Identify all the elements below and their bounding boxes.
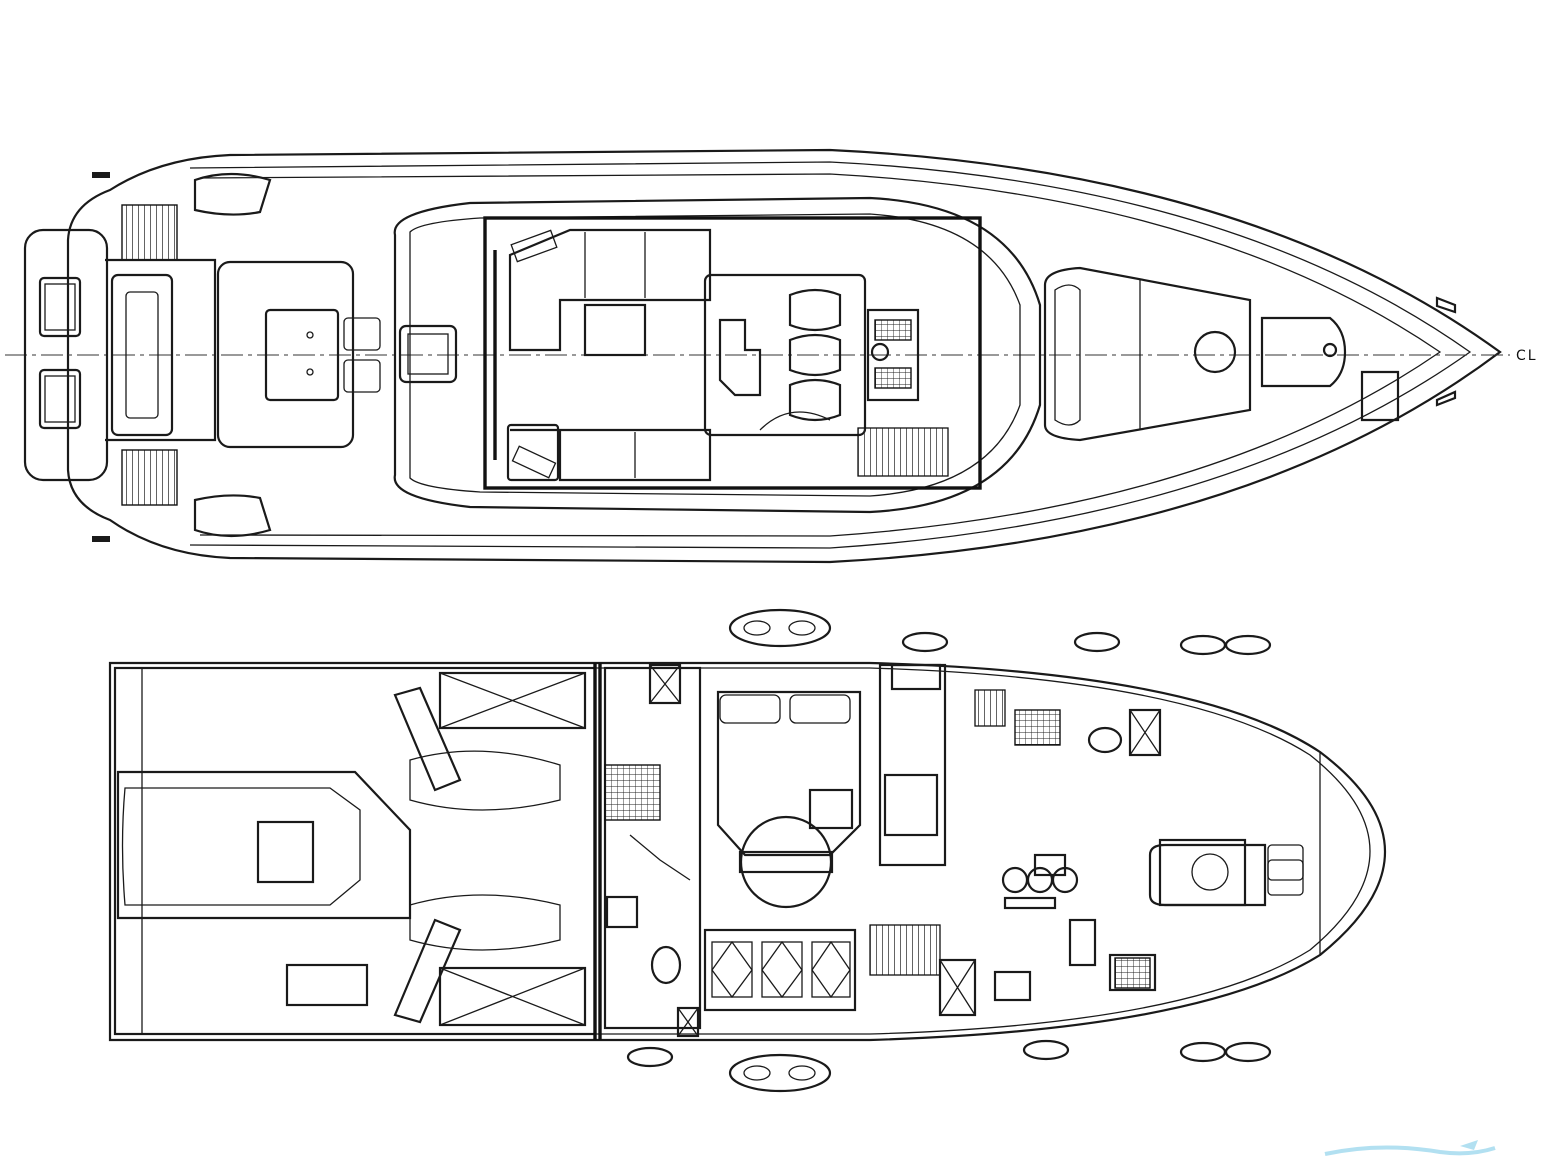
stern-hatch-lower xyxy=(38,368,82,430)
portholes-upper xyxy=(728,608,1272,656)
master-ottoman xyxy=(739,815,833,909)
helm-console xyxy=(866,308,920,402)
saloon-sofa-starboard xyxy=(510,428,712,482)
master-ensuite xyxy=(703,928,857,1012)
fwd-toilet xyxy=(1087,726,1123,754)
aft-steps-port xyxy=(121,204,178,261)
crew-cabin xyxy=(603,666,702,1030)
helm-seat-3 xyxy=(788,378,842,422)
watermark-logo xyxy=(1324,1140,1496,1156)
aft-steps-starboard xyxy=(121,449,178,506)
swim-platform xyxy=(23,228,109,482)
transom-bench xyxy=(110,273,174,437)
portholes-lower xyxy=(626,1039,1272,1093)
tender-garage xyxy=(116,770,412,920)
saloon-enclosure xyxy=(483,216,982,490)
master-vanity xyxy=(808,788,854,830)
crew-wardrobe xyxy=(648,663,682,705)
helm-seat-2 xyxy=(788,333,842,377)
fwd-wardrobe xyxy=(1128,708,1162,757)
anchor-locker xyxy=(1360,370,1400,422)
deck-gunwale xyxy=(189,161,1472,549)
centerline-label: CL xyxy=(1516,348,1538,364)
companionway-stairs xyxy=(857,427,949,477)
saloon-sofa-port xyxy=(508,228,712,352)
lower-deck-plan xyxy=(108,661,1386,1042)
cockpit-table xyxy=(264,308,340,402)
engine-room xyxy=(113,666,597,1036)
dinette-stool-2 xyxy=(1026,866,1054,894)
foredeck-hatch xyxy=(1193,330,1237,374)
galley-fridge xyxy=(993,970,1032,1002)
sunpad xyxy=(1043,266,1252,442)
engine-port xyxy=(438,671,587,730)
cockpit-hatch xyxy=(398,324,458,384)
helm-station xyxy=(703,273,867,437)
saloon-table xyxy=(583,303,647,357)
vip-bed xyxy=(1148,843,1267,907)
saloon-bar-unit xyxy=(510,229,558,263)
dinette-stool-3 xyxy=(1051,866,1079,894)
corridor-hatch xyxy=(890,663,942,691)
engine-starboard xyxy=(438,966,587,1027)
guest-wardrobe xyxy=(974,689,1006,727)
engine-room-hatch xyxy=(285,963,369,1007)
cockpit-seating xyxy=(216,260,355,449)
crew-sink xyxy=(605,895,639,929)
shaft-starboard xyxy=(393,918,462,1024)
lower-stairs xyxy=(869,924,941,976)
stern-hatch-upper xyxy=(38,276,82,338)
deck-plan: CL xyxy=(5,148,1538,564)
superstructure-outline xyxy=(193,172,272,216)
deck-hull-outline xyxy=(66,148,1502,564)
dinette-stool-1 xyxy=(1001,866,1029,894)
galley-stove xyxy=(1068,918,1097,967)
coachroof-outline xyxy=(393,196,1042,514)
master-bed xyxy=(716,690,862,857)
shaft-port xyxy=(393,686,462,792)
helm-seat-1 xyxy=(788,288,842,332)
crew-toilet xyxy=(650,945,682,985)
lower-hull-outline xyxy=(108,661,1386,1042)
windlass xyxy=(1260,316,1347,388)
